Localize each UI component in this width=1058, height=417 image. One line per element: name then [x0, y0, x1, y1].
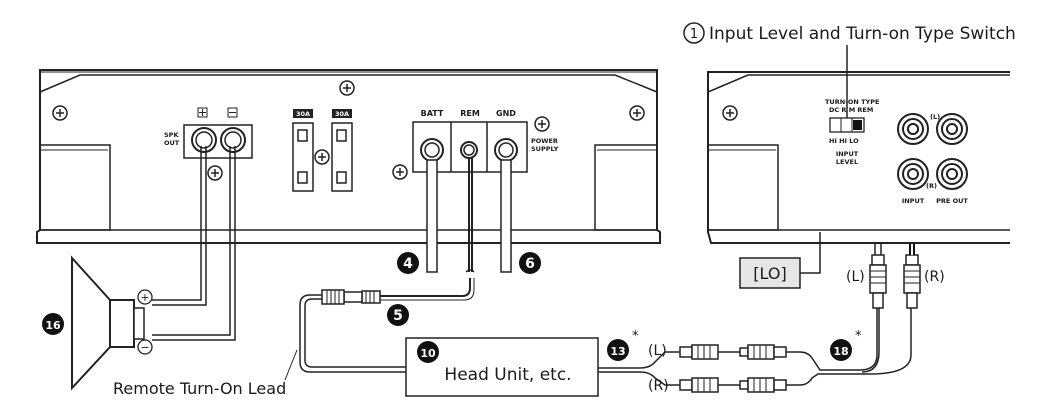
remote-lead-leader — [284, 349, 298, 381]
rca-r-label: (R) — [648, 378, 669, 394]
fuse-2: 30A — [331, 109, 353, 192]
screw-icon — [207, 165, 223, 181]
speaker-plus-icon: + — [137, 289, 153, 305]
preout-jack-r — [936, 158, 968, 190]
right-amplifier: TURN-ON TYPE DC R M REM HI HI LO INPUT L… — [707, 71, 1010, 244]
head-unit-box: 10 Head Unit, etc. — [405, 337, 599, 397]
svg-text:*: * — [632, 329, 639, 344]
screw-icon — [534, 116, 550, 132]
plug-l-label: (L) — [846, 269, 865, 285]
rca-l-label: (L) — [648, 343, 667, 359]
input-level-switch[interactable] — [829, 117, 865, 133]
svg-text:HI HI LO: HI HI LO — [829, 137, 859, 145]
screw-icon — [339, 80, 355, 96]
input-level-callout-label: Input Level and Turn-on Type Switch — [709, 24, 1016, 44]
svg-text:SUPPLY: SUPPLY — [531, 145, 559, 153]
rca-plug-r — [679, 377, 787, 393]
svg-text:6: 6 — [525, 256, 535, 272]
svg-text:16: 16 — [45, 319, 61, 332]
spk-terminal-plus — [191, 127, 217, 153]
svg-text:30A: 30A — [296, 110, 310, 118]
screw-icon — [392, 164, 408, 180]
svg-text:5: 5 — [393, 308, 403, 324]
screw-icon — [314, 149, 330, 165]
svg-text:*: * — [855, 329, 862, 344]
turn-on-type-label: TURN-ON TYPE — [825, 98, 879, 106]
callout-16: 16 — [42, 313, 64, 335]
jack-r-label: (R) — [926, 182, 937, 190]
screw-icon — [722, 105, 738, 121]
rem-terminal — [460, 141, 478, 159]
speaker-icon — [71, 255, 145, 391]
rem-label: REM — [460, 109, 480, 118]
spk-terminal-minus — [220, 127, 246, 153]
remote-lead-label: Remote Turn-On Lead — [113, 379, 286, 398]
jack-l-label: (L) — [930, 113, 940, 121]
callout-5: 5 — [387, 304, 409, 326]
speaker-minus-icon: − — [137, 339, 153, 355]
gnd-label: GND — [496, 109, 516, 118]
svg-text:1: 1 — [690, 27, 698, 42]
preout-jack-l — [936, 113, 968, 145]
head-unit-label: Head Unit, etc. — [444, 365, 571, 385]
rca-cables — [598, 351, 680, 386]
spk-out-label: SPK — [164, 131, 179, 139]
svg-text:+: + — [140, 291, 149, 304]
spk-minus-icon — [227, 107, 238, 118]
gnd-terminal — [494, 138, 518, 162]
rca-input-cables — [786, 308, 912, 386]
rca-plug-l — [679, 344, 787, 360]
screw-icon — [52, 105, 68, 121]
left-amplifier: SPK OUT 30A 30A — [36, 69, 661, 244]
svg-text:−: − — [140, 341, 149, 354]
lo-box: [LO] — [739, 257, 801, 289]
svg-text:LEVEL: LEVEL — [836, 158, 858, 166]
callout-18: 18 * — [830, 329, 862, 361]
pre-out-label: PRE OUT — [936, 197, 968, 205]
power-wires — [426, 157, 512, 273]
spk-plus-icon — [197, 107, 208, 118]
callout-1: 1 — [683, 22, 705, 44]
speaker-wires — [152, 146, 236, 341]
plug-r-label: (R) — [924, 269, 945, 285]
svg-text:30A: 30A — [335, 110, 349, 118]
batt-terminal — [420, 138, 444, 162]
callout-13: 13 * — [607, 329, 639, 361]
batt-label: BATT — [421, 109, 444, 118]
power-supply-label: POWER — [531, 137, 558, 145]
input-label: INPUT — [902, 197, 925, 205]
remote-connector — [321, 289, 381, 305]
svg-text:OUT: OUT — [164, 139, 180, 147]
callout-4: 4 — [397, 252, 419, 274]
svg-text:[LO]: [LO] — [753, 264, 786, 283]
svg-text:DC R M REM: DC R M REM — [829, 106, 873, 114]
callout-6: 6 — [519, 252, 541, 274]
svg-text:18: 18 — [833, 345, 848, 358]
fuse-1: 30A — [292, 109, 314, 192]
svg-text:4: 4 — [403, 256, 413, 272]
svg-text:13: 13 — [610, 345, 625, 358]
input-jack-r — [897, 158, 929, 190]
screw-icon — [629, 105, 645, 121]
input-level-label: INPUT — [836, 150, 859, 158]
svg-text:10: 10 — [420, 347, 436, 360]
